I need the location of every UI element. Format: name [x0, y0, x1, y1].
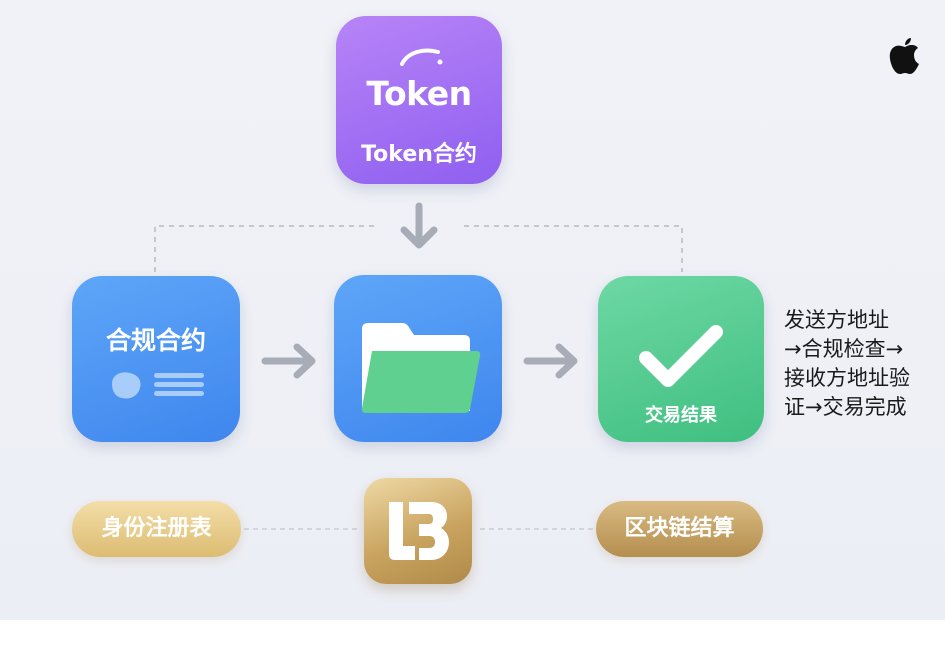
flow-description-line: 发送方地址 — [784, 308, 889, 332]
diagram-canvas: Token Token合约 合规合约 交易结果 发送方地址 →合规检查→ 接收方… — [0, 0, 945, 620]
flow-description-line: 证→交易完成 — [784, 395, 907, 419]
id-card-icon — [112, 372, 204, 399]
lb-logo-tile[interactable] — [364, 478, 472, 584]
folder-icon — [361, 323, 481, 413]
token-swoosh-icon — [400, 48, 443, 66]
checkmark-icon — [639, 325, 723, 387]
compliance-contract-tile[interactable]: 合规合约 — [72, 276, 240, 442]
token-logo-text: Token — [366, 74, 472, 113]
folder-tile[interactable] — [334, 275, 502, 442]
token-contract-label: Token合约 — [361, 142, 477, 167]
lb-logo-icon — [389, 502, 449, 560]
flow-description-line: →合规检查→ — [784, 337, 904, 361]
flow-description: 发送方地址 →合规检查→ 接收方地址验 证→交易完成 — [784, 306, 944, 422]
dashed-connector-right — [464, 225, 683, 272]
flow-description-line: 接收方地址验 — [784, 366, 910, 390]
identity-registry-pill[interactable]: 身份注册表 — [72, 501, 241, 557]
compliance-contract-label: 合规合约 — [105, 326, 206, 355]
down-arrow-icon — [400, 202, 438, 249]
transaction-result-tile[interactable]: 交易结果 — [598, 276, 764, 442]
right-arrow-icon — [261, 343, 316, 379]
dashed-connector-left — [154, 225, 378, 272]
blockchain-settlement-pill[interactable]: 区块链结算 — [596, 501, 763, 557]
transaction-result-label: 交易结果 — [645, 405, 717, 426]
apple-icon — [889, 38, 919, 74]
token-contract-tile[interactable]: Token Token合约 — [336, 16, 502, 184]
right-arrow-icon — [523, 343, 578, 379]
connectors — [154, 202, 683, 530]
